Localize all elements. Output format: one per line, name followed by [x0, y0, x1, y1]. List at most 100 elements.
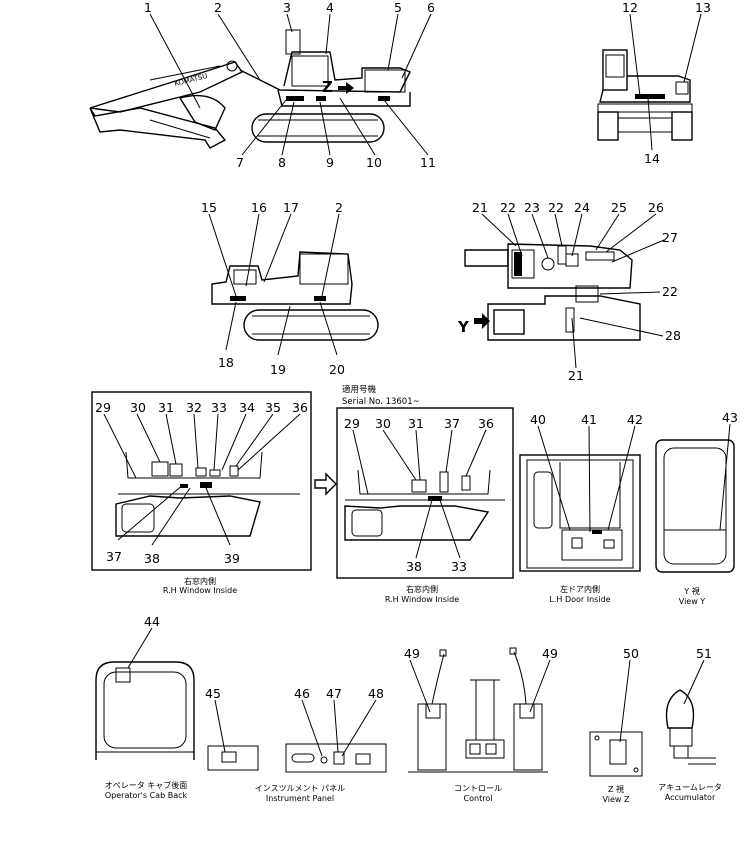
- callout-label: 2: [214, 0, 222, 15]
- view-z-drawing: [589, 659, 643, 777]
- callout-label: 18: [218, 355, 234, 370]
- callout-label: 44: [144, 614, 160, 629]
- instrument-panel-drawing: [207, 699, 387, 773]
- caption-jp: インスツルメント パネル: [255, 784, 345, 793]
- callout-label: 17: [283, 200, 299, 215]
- callout-label: 8: [278, 155, 286, 170]
- callout-label: 14: [644, 151, 660, 166]
- caption-en: Instrument Panel: [266, 794, 334, 803]
- caption-en: L.H Door Inside: [549, 595, 610, 604]
- callout-label: 38: [144, 551, 160, 566]
- callout-label: 4: [326, 0, 334, 15]
- callout-label: 38: [406, 559, 422, 574]
- cab-back-drawing: [95, 627, 195, 760]
- callout-label: 33: [451, 559, 467, 574]
- callout-label: 37: [444, 416, 460, 431]
- callout-label: 2: [335, 200, 343, 215]
- callout-label: 34: [239, 400, 255, 415]
- callout-label: 45: [205, 686, 221, 701]
- callout-label: 48: [368, 686, 384, 701]
- callout-label: 28: [665, 328, 681, 343]
- callout-label: 25: [611, 200, 627, 215]
- callout-label: 21: [568, 368, 584, 383]
- callout-label: 26: [648, 200, 664, 215]
- caption-en: Control: [464, 794, 493, 803]
- control-drawing: [408, 647, 551, 773]
- callout-label: 40: [530, 412, 546, 427]
- callout-label: 31: [408, 416, 424, 431]
- callout-label: 3: [283, 0, 291, 15]
- callout-label: 23: [524, 200, 540, 215]
- callout-label: 43: [722, 410, 738, 425]
- callout-label: 49: [542, 646, 558, 661]
- callout-label: 32: [186, 400, 202, 415]
- callout-label: 29: [95, 400, 111, 415]
- callout-label: 1: [144, 0, 152, 15]
- excavator-side-view: KOMATSU Z: [89, 29, 411, 149]
- arrow-right-icon: [314, 472, 337, 496]
- callout-label: 6: [427, 0, 435, 15]
- rh-window-inside-new: [336, 407, 514, 579]
- excavator-rear-view: [597, 13, 702, 151]
- callout-label: 47: [326, 686, 342, 701]
- caption-jp: 右窓内側: [406, 584, 438, 594]
- callout-label: 36: [292, 400, 308, 415]
- callout-label: 42: [627, 412, 643, 427]
- callout-label: 24: [574, 200, 590, 215]
- caption-en: Operator's Cab Back: [105, 791, 188, 800]
- callout-label: 16: [251, 200, 267, 215]
- view-z-letter: Z: [322, 78, 333, 96]
- callout-label: 27: [662, 230, 678, 245]
- callout-label: 49: [404, 646, 420, 661]
- accumulator-drawing: [665, 659, 716, 765]
- caption-jp: Y 視: [683, 587, 699, 596]
- callout-label: 30: [375, 416, 391, 431]
- callout-label: 22: [500, 200, 516, 215]
- callout-label: 31: [158, 400, 174, 415]
- rh-window-inside-old: [91, 391, 312, 571]
- callout-label: 22: [548, 200, 564, 215]
- callout-label: 51: [696, 646, 712, 661]
- callout-labels-top: 1 2 3 4 5 6 7 8 9 10 11: [144, 0, 436, 170]
- caption-jp: Z 視: [608, 785, 624, 794]
- view-y-letter: Y: [457, 318, 470, 336]
- callout-label: 46: [294, 686, 310, 701]
- callout-label: 37: [106, 549, 122, 564]
- caption-jp: 左ドア内側: [560, 584, 600, 594]
- callout-label: 5: [394, 0, 402, 15]
- caption-jp: オペレータ キャブ後面: [105, 780, 188, 790]
- caption-jp: アキュームレータ: [658, 783, 722, 792]
- callout-label: 33: [211, 400, 227, 415]
- excavator-top-view: Y: [457, 213, 665, 369]
- serial-label: 適用号機: [342, 384, 377, 395]
- callout-label: 36: [478, 416, 494, 431]
- callout-label: 19: [270, 362, 286, 377]
- callouts-side-view: [149, 13, 432, 156]
- callout-label: 13: [695, 0, 711, 15]
- caption-en: View Y: [679, 597, 706, 606]
- view-y-drawing: [655, 423, 735, 573]
- serial-number: Serial No. 13601~: [342, 397, 420, 407]
- callout-label: 39: [224, 551, 240, 566]
- lh-door-inside: [519, 425, 641, 572]
- callout-label: 22: [662, 284, 678, 299]
- excavator-left-view: [208, 213, 379, 356]
- callout-label: 20: [329, 362, 345, 377]
- callout-label: 30: [130, 400, 146, 415]
- callout-label: 35: [265, 400, 281, 415]
- caption-jp: コントロール: [454, 784, 502, 793]
- callout-label: 11: [420, 155, 436, 170]
- caption-en: R.H Window Inside: [163, 586, 237, 595]
- callout-label: 10: [366, 155, 382, 170]
- callout-label: 29: [344, 416, 360, 431]
- callout-label: 7: [236, 155, 244, 170]
- caption-en: R.H Window Inside: [385, 595, 459, 604]
- caption-en: View Z: [602, 795, 630, 804]
- callout-label: 9: [326, 155, 334, 170]
- callout-label: 50: [623, 646, 639, 661]
- caption-en: Accumulator: [665, 793, 716, 802]
- caption-jp: 右窓内側: [184, 576, 216, 586]
- callout-label: 12: [622, 0, 638, 15]
- callout-label: 41: [581, 412, 597, 427]
